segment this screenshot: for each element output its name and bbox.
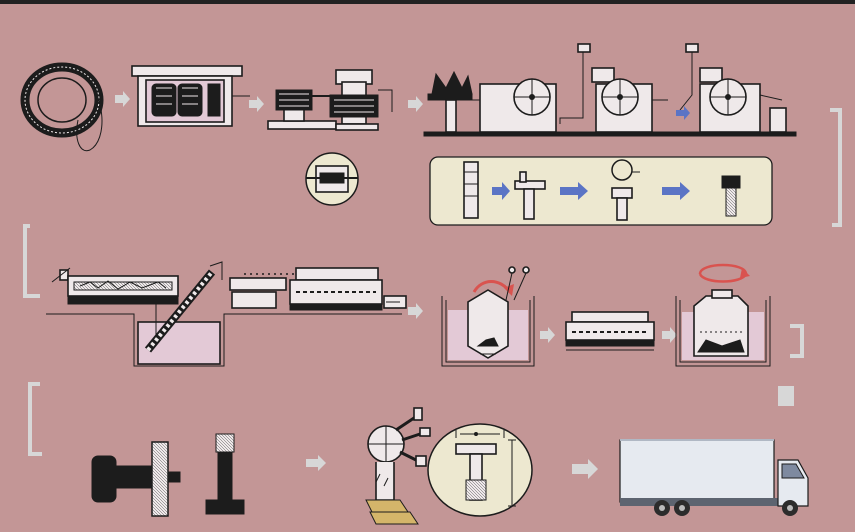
coating-tank [675, 263, 771, 367]
flow-arrow [540, 327, 555, 343]
delivery-truck [619, 439, 809, 516]
connector-left [23, 224, 40, 298]
flow-arrow [115, 91, 130, 107]
drying-conveyor [565, 311, 655, 351]
connector-box [778, 386, 794, 406]
step-arrow [560, 182, 588, 200]
annealing-furnace [131, 65, 250, 127]
connector-right [830, 108, 842, 227]
wire-coil [20, 62, 104, 152]
flow-arrow [662, 327, 677, 343]
connector-right [790, 324, 804, 358]
connector-left [28, 382, 42, 456]
die-inset [305, 152, 359, 206]
flow-arrow [408, 96, 423, 112]
step-arrow [662, 182, 690, 200]
dimension-gauge [427, 423, 533, 517]
flow-arrow [306, 455, 326, 471]
forming-steps-panel [429, 156, 773, 226]
flow-arrow [572, 459, 598, 479]
heat-treatment-line [46, 261, 407, 367]
flow-arrow [249, 96, 264, 112]
flow-arrow [408, 303, 423, 319]
top-border [0, 0, 855, 4]
inspection-machine [365, 407, 431, 525]
wire-drawing-machine [267, 69, 393, 131]
finished-bolt [91, 433, 245, 517]
cold-heading-line [423, 43, 797, 137]
surface-treatment-tank [441, 266, 535, 367]
step-arrow [492, 182, 510, 200]
